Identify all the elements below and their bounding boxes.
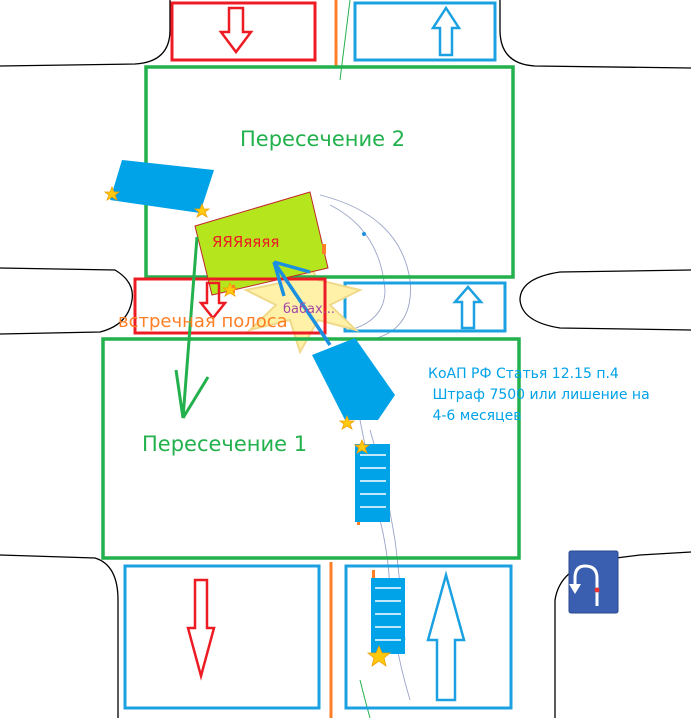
law-reference-text: КоАП РФ Статья 12.15 п.4 Штраф 7500 или … <box>428 364 650 427</box>
stars <box>103 185 392 667</box>
star-icon <box>353 438 371 454</box>
star-icon <box>338 414 356 430</box>
car-right-lane-1-glare <box>360 454 386 508</box>
law-line-3: 4-6 месяцев <box>428 408 522 424</box>
arrow-down-icon <box>198 281 228 321</box>
star-icon <box>193 202 211 218</box>
my-car-label: ЯЯЯяяяя <box>212 233 280 251</box>
star-icon <box>366 644 392 667</box>
lane-top-outgoing <box>170 1 317 62</box>
car-right-lane-2-glare <box>375 587 401 641</box>
crash-burst <box>242 245 363 355</box>
road-edge-right-island <box>519 269 691 331</box>
other-car-collision-arrow <box>272 260 332 346</box>
road-edge-top-right <box>499 0 691 69</box>
intersection-2-label: Пересечение 2 <box>240 127 406 151</box>
lane-middle-outgoing <box>133 277 327 335</box>
green-track-top <box>339 0 351 81</box>
u-turn-sign-icon <box>568 550 619 614</box>
other-car-top <box>110 160 214 213</box>
star-icon <box>221 281 239 297</box>
road-edge-bottom-left <box>0 554 119 718</box>
road-edge-top-left <box>0 0 171 67</box>
arrow-down-icon <box>186 578 216 681</box>
law-line-2: Штраф 7500 или лишение на <box>428 387 650 403</box>
arrow-up-icon <box>452 285 484 330</box>
green-track-bottom <box>359 679 371 718</box>
lane-bottom-outgoing <box>123 564 321 710</box>
road-edge-left-island <box>0 267 134 335</box>
blue-dot <box>362 232 366 236</box>
crash-label: бабах... <box>283 302 336 317</box>
intersection-1-label: Пересечение 1 <box>142 432 308 456</box>
lane-bottom-incoming <box>344 564 513 710</box>
star-icon <box>103 185 121 201</box>
law-line-1: КоАП РФ Статья 12.15 п.4 <box>428 366 619 382</box>
lane-top-incoming <box>353 1 497 62</box>
intersection-1-frame <box>101 337 521 560</box>
car-right-lane-1 <box>355 444 390 522</box>
arrow-up-icon <box>430 5 462 57</box>
other-car-turning <box>312 338 395 420</box>
lane-middle-incoming <box>343 281 507 333</box>
arrow-down-icon <box>218 6 254 55</box>
oncoming-lane-label: встречная полоса <box>118 311 288 332</box>
my-car-trajectory-arrow <box>174 236 210 419</box>
arrow-up-icon <box>426 570 466 702</box>
car-right-lane-2 <box>371 578 405 654</box>
